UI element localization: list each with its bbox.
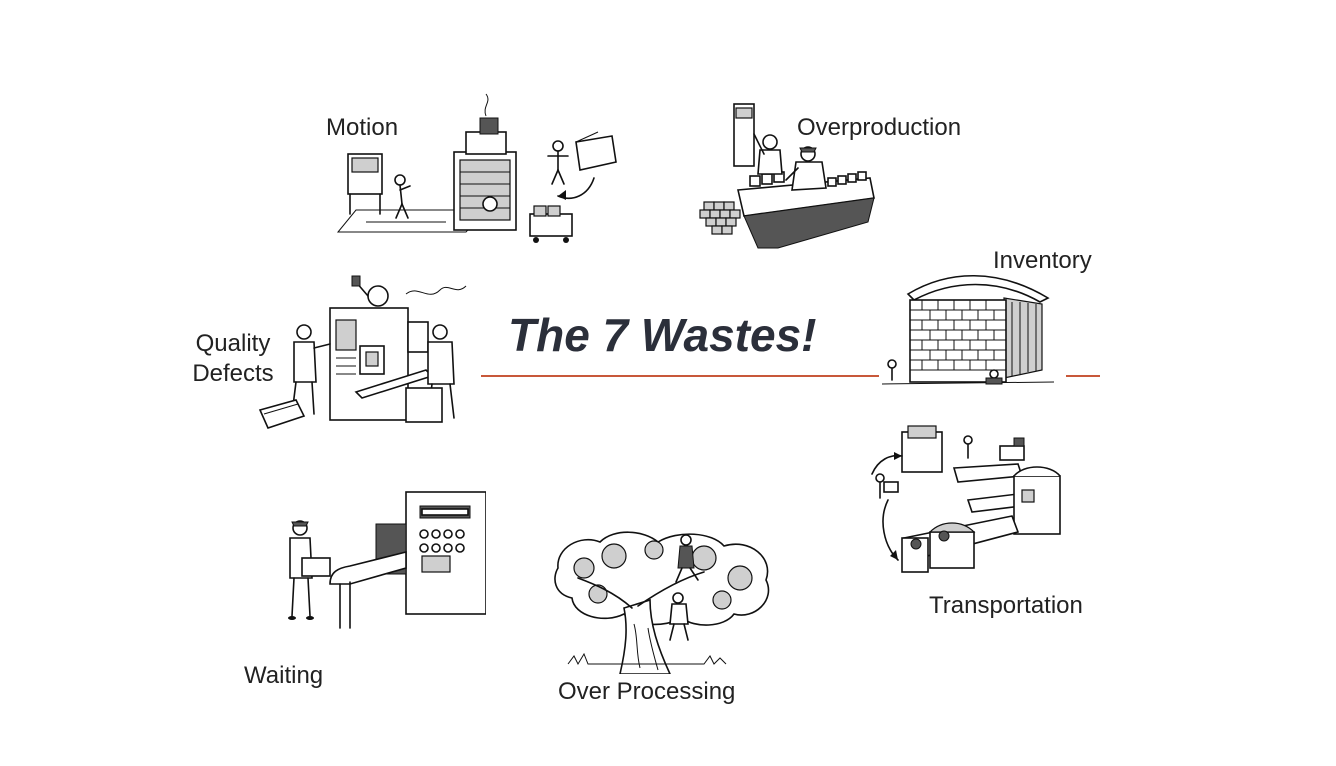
motion-illustration bbox=[336, 92, 620, 244]
label-waiting: Waiting bbox=[244, 662, 324, 689]
overproduction-illustration bbox=[698, 98, 876, 256]
label-overproduction: Overproduction bbox=[797, 114, 962, 141]
transportation-illustration bbox=[858, 420, 1084, 584]
label-quality-defects: Quality Defects bbox=[188, 329, 278, 389]
label-quality-defects-line1: Quality bbox=[195, 330, 271, 357]
title-underline-left bbox=[481, 375, 879, 377]
label-quality-defects-line2: Defects bbox=[192, 360, 274, 387]
label-over-processing: Over Processing bbox=[558, 678, 736, 705]
quality-defects-illustration bbox=[256, 274, 472, 434]
label-transportation: Transportation bbox=[929, 592, 1083, 619]
label-inventory: Inventory bbox=[993, 247, 1092, 274]
waiting-illustration bbox=[280, 488, 486, 634]
inventory-illustration bbox=[878, 268, 1054, 394]
diagram-title: The 7 Wastes! bbox=[508, 309, 817, 361]
title-underline-right bbox=[1066, 375, 1100, 377]
label-motion: Motion bbox=[326, 114, 399, 141]
over-processing-illustration bbox=[554, 528, 774, 674]
